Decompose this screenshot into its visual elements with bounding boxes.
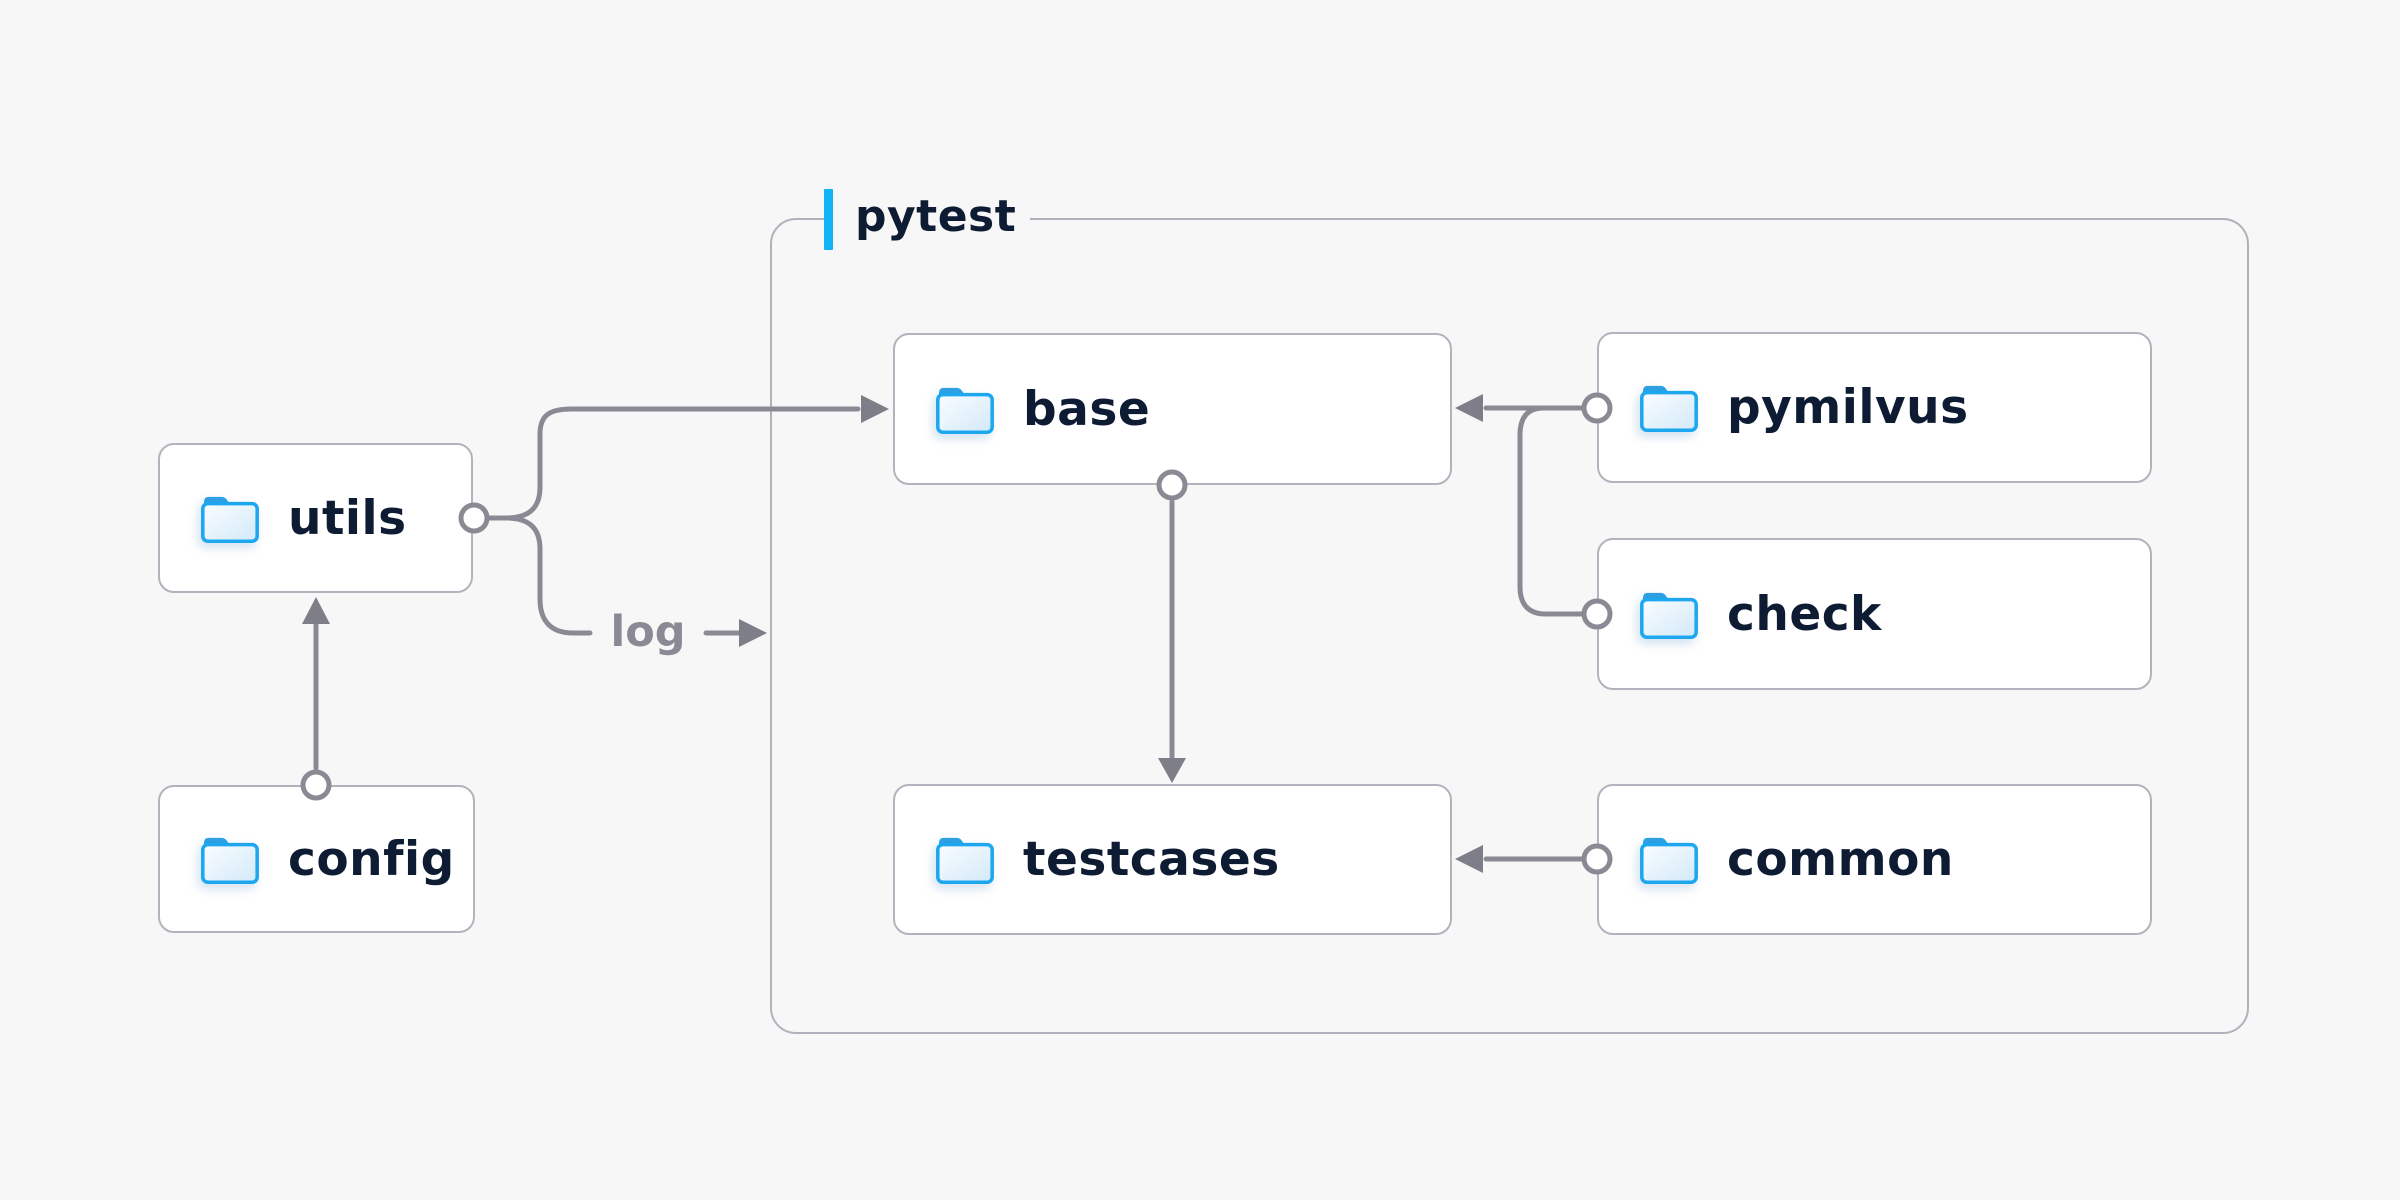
node-utils-label: utils [288, 490, 407, 546]
node-common: common [1597, 784, 2152, 935]
group-pytest-label: pytest [824, 187, 1031, 251]
edge-label-log: log [610, 607, 686, 657]
node-check-label: check [1727, 586, 1882, 642]
node-base-label: base [1023, 381, 1151, 437]
folder-icon [936, 387, 994, 434]
node-common-label: common [1727, 832, 1954, 887]
node-pymilvus-label: pymilvus [1727, 380, 1969, 435]
node-base: base [893, 333, 1452, 485]
node-pymilvus: pymilvus [1597, 332, 2152, 483]
node-config: config [158, 785, 475, 933]
edge-config-utils [300, 597, 332, 801]
node-testcases-label: testcases [1023, 832, 1280, 887]
group-pytest: pytest [770, 187, 2249, 1034]
node-check: check [1597, 538, 2152, 690]
node-config-label: config [288, 831, 455, 887]
node-testcases: testcases [893, 784, 1452, 935]
group-pytest-title: pytest [855, 191, 1017, 242]
node-utils: utils [158, 443, 473, 593]
folder-icon [936, 837, 994, 885]
folder-icon [1640, 592, 1698, 639]
folder-icon [201, 837, 259, 884]
folder-icon [1640, 385, 1698, 433]
accent-bar [824, 188, 833, 250]
folder-icon [201, 496, 259, 543]
folder-icon [1640, 837, 1698, 885]
